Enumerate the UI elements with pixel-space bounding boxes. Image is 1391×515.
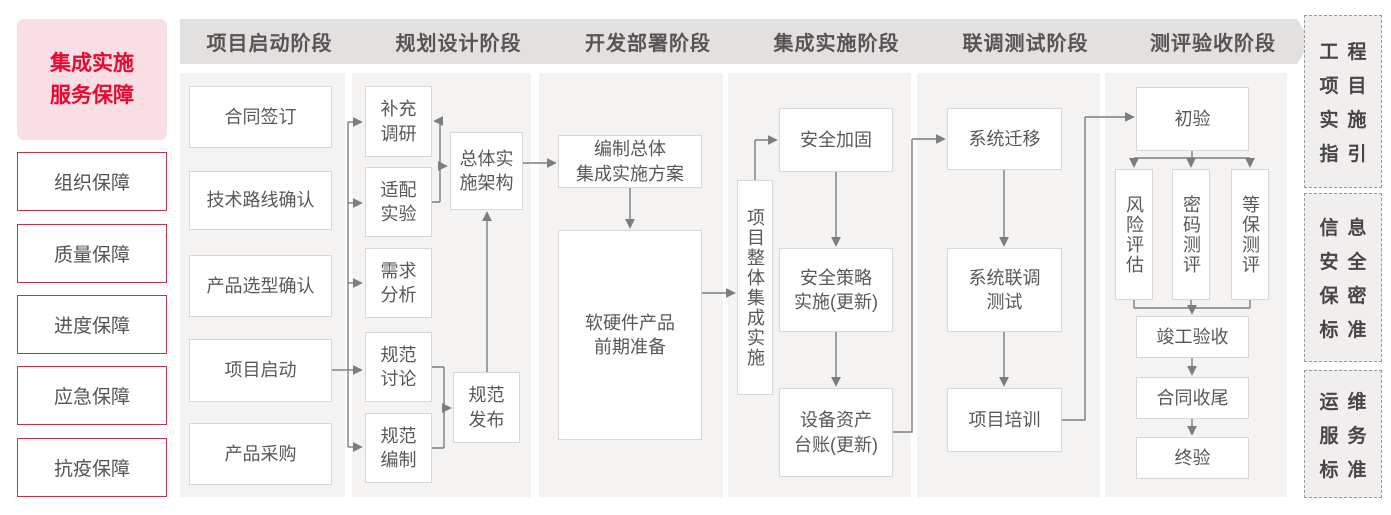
- standard-row: 工程: [1319, 42, 1376, 63]
- flow-node-final-acceptance: 终验: [1136, 437, 1249, 479]
- standard-row: 信息: [1319, 218, 1376, 239]
- phase-header-joint-testing: 联调测试阶段: [917, 19, 1124, 64]
- flow-node-requirement-analysis: 需求 分析: [365, 248, 432, 318]
- standard-row: 保密: [1319, 286, 1376, 307]
- standard-row: 运维: [1319, 391, 1376, 413]
- flow-node-spec-discussion: 规范 讨论: [365, 332, 432, 402]
- flow-node-contract-signing: 合同签订: [189, 86, 332, 148]
- standard-row: 标准: [1319, 459, 1376, 481]
- flow-node-security-hardening: 安全加固: [779, 108, 893, 172]
- standard-box-ops-standard: 运维 服务 标准: [1304, 370, 1382, 498]
- flow-node-system-migration: 系统迁移: [947, 108, 1062, 170]
- flow-node-initial-acceptance: 初验: [1136, 87, 1249, 151]
- standard-row: 项目: [1319, 76, 1376, 97]
- flow-node-completion-acceptance: 竣工验收: [1136, 316, 1249, 358]
- guarantee-item-schedule: 进度保障: [17, 295, 167, 354]
- flow-node-adaptation-test: 适配 实验: [365, 167, 432, 237]
- flow-node-project-kickoff: 项目启动: [189, 339, 332, 402]
- flow-node-overall-project-integration: 项目整体集成实施: [737, 180, 773, 395]
- flow-node-product-procurement: 产品采购: [189, 423, 332, 485]
- phase-header-planning-design: 规划设计阶段: [352, 19, 555, 64]
- flow-node-overall-implementation-architecture: 总体实 施架构: [450, 132, 523, 210]
- standard-row: 实施: [1319, 110, 1376, 131]
- flow-node-risk-assessment: 风险评估: [1115, 169, 1153, 300]
- flow-node-crypto-evaluation: 密码测评: [1172, 169, 1210, 300]
- flow-node-security-policy-update: 安全策略 实施(更新): [779, 248, 893, 332]
- flow-node-product-selection-confirm: 产品选型确认: [189, 255, 332, 317]
- guarantee-item-emergency: 应急保障: [17, 366, 167, 425]
- standard-box-infosec-standard: 信息 安全 保密 标准: [1304, 193, 1382, 362]
- standard-row: 安全: [1319, 252, 1376, 273]
- guarantee-item-epidemic: 抗疫保障: [17, 438, 167, 497]
- flow-node-joint-testing: 系统联调 测试: [947, 248, 1062, 332]
- phase-header-integration-implementation: 集成实施阶段: [728, 19, 935, 64]
- standard-row: 指引: [1319, 144, 1376, 165]
- flow-node-spec-release: 规范 发布: [453, 372, 520, 443]
- flow-node-tech-route-confirm: 技术路线确认: [189, 171, 332, 230]
- flow-node-hw-sw-preparation: 软硬件产品 前期准备: [558, 230, 702, 440]
- guarantee-item-quality: 质量保障: [17, 224, 167, 283]
- phase-header-dev-deployment: 开发部署阶段: [539, 19, 747, 64]
- flow-node-supplementary-research: 补充 调研: [365, 86, 432, 157]
- standard-row: 标准: [1319, 320, 1376, 341]
- flow-node-classified-protection-evaluation: 等保测评: [1231, 169, 1269, 300]
- flow-node-project-training: 项目培训: [947, 388, 1062, 452]
- standard-box-engineering-guide: 工程 项目 实施 指引: [1304, 15, 1382, 188]
- phase-header-project-kickoff: 项目启动阶段: [180, 19, 369, 64]
- flow-node-contract-closure: 合同收尾: [1136, 377, 1249, 419]
- phase-header-evaluation-acceptance: 测评验收阶段: [1105, 19, 1311, 64]
- diagram-title: 集成实施 服务保障: [17, 19, 167, 140]
- flow-node-overall-integration-plan: 编制总体 集成实施方案: [558, 135, 702, 188]
- flow-node-asset-ledger-update: 设备资产 台账(更新): [779, 388, 893, 477]
- flow-node-spec-drafting: 规范 编制: [365, 413, 432, 483]
- guarantee-item-organization: 组织保障: [17, 152, 167, 211]
- standard-row: 服务: [1319, 425, 1376, 447]
